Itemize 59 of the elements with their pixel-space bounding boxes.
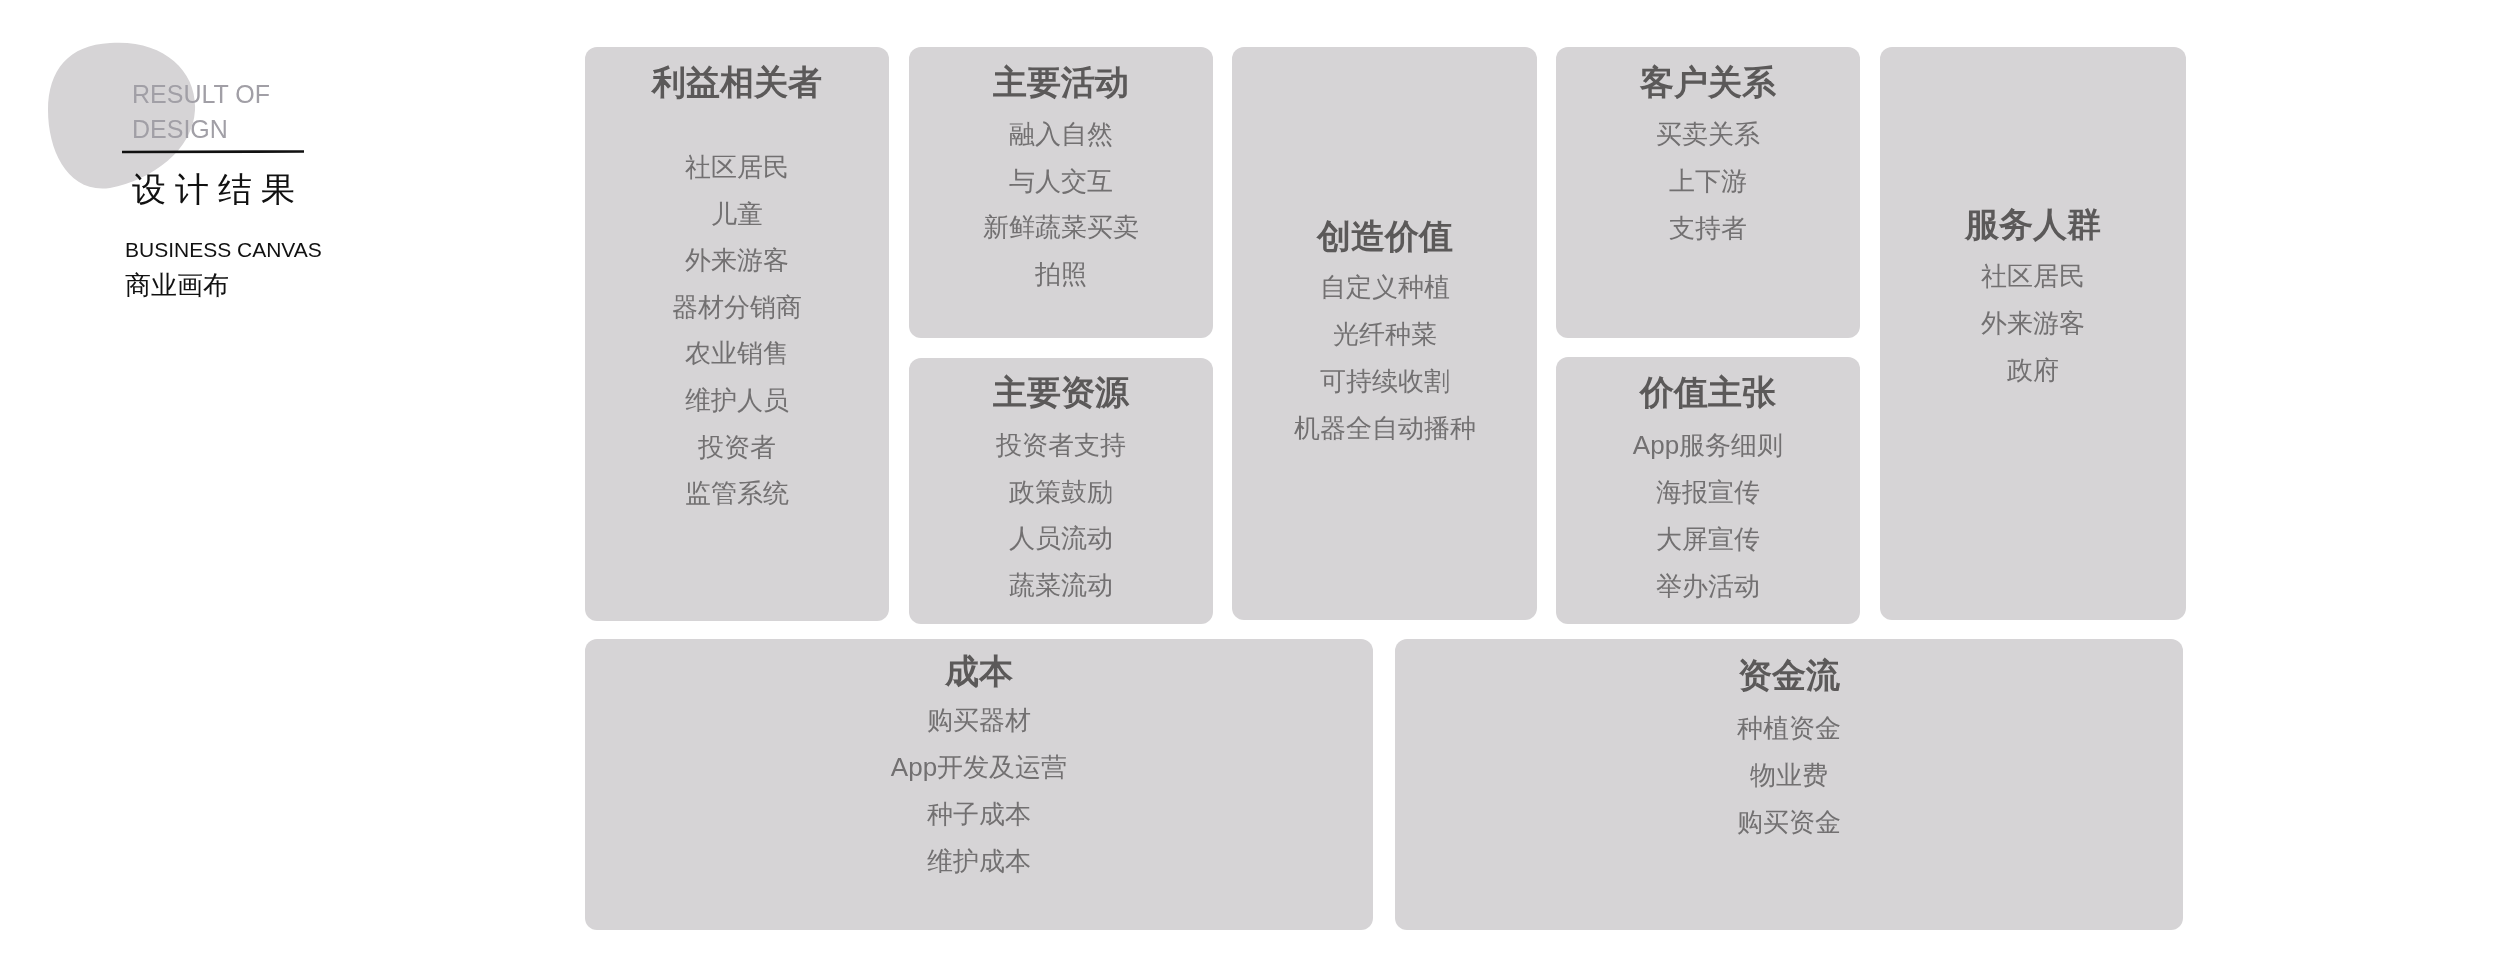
block-heading: 主要资源 <box>993 371 1129 413</box>
list-item: 新鲜蔬菜买卖 <box>983 212 1139 244</box>
canvas-block <box>1880 47 2186 620</box>
list-item: 拍照 <box>1035 259 1087 291</box>
canvas-block <box>1395 639 2183 930</box>
canvas-block <box>1556 357 1860 624</box>
list-item: 海报宣传 <box>1656 477 1760 509</box>
block-heading: 服务人群 <box>1965 203 2101 245</box>
list-item: 上下游 <box>1669 166 1747 198</box>
list-item: 监管系统 <box>685 478 789 510</box>
block-heading: 价值主张 <box>1640 371 1776 413</box>
canvas-block <box>909 358 1213 624</box>
list-item: 支持者 <box>1669 213 1747 245</box>
block-heading: 成本 <box>945 650 1013 692</box>
block-heading: 资金流 <box>1738 654 1840 696</box>
list-item: 政府 <box>2007 355 2059 387</box>
list-item: 器材分销商 <box>672 292 802 324</box>
canvas-block <box>1232 47 1537 620</box>
list-item: 种子成本 <box>927 799 1031 831</box>
list-item: App服务细则 <box>1632 430 1784 462</box>
canvas-block <box>585 639 1373 930</box>
canvas-block <box>585 47 889 621</box>
canvas-block <box>1556 47 1860 338</box>
list-item: 物业费 <box>1750 760 1828 792</box>
canvas-block <box>909 47 1213 338</box>
list-item: 人员流动 <box>1009 523 1113 555</box>
list-item: 投资者 <box>698 432 776 464</box>
chinese-subtitle: 商业画布 <box>125 270 229 302</box>
list-item: 自定义种植 <box>1319 272 1450 304</box>
english-title: RESULT OF DESIGN <box>132 79 271 145</box>
list-item: 举办活动 <box>1656 571 1760 603</box>
list-item: 大屏宣传 <box>1656 524 1760 556</box>
list-item: 可持续收割 <box>1319 366 1450 398</box>
list-item: 农业销售 <box>685 338 789 370</box>
list-item: 买卖关系 <box>1656 119 1760 151</box>
list-item: 维护成本 <box>927 846 1031 878</box>
list-item: 投资者支持 <box>996 430 1126 462</box>
list-item: 维护人员 <box>685 385 789 417</box>
block-heading: 利益相关者 <box>652 61 822 103</box>
list-item: 种植资金 <box>1737 713 1841 745</box>
list-item: 融入自然 <box>1009 119 1113 151</box>
list-item: 光纤种菜 <box>1332 319 1437 351</box>
list-item: 社区居民 <box>685 152 789 184</box>
list-item: 儿童 <box>711 199 763 231</box>
list-item: 政策鼓励 <box>1009 477 1113 509</box>
list-item: 与人交互 <box>1009 166 1113 198</box>
block-heading: 客户关系 <box>1640 61 1776 103</box>
block-heading: 创造价值 <box>1316 215 1453 257</box>
list-item: 购买器材 <box>927 705 1031 737</box>
list-item: 外来游客 <box>1981 308 2085 340</box>
chinese-title: 设计结果 <box>132 169 304 210</box>
english-subtitle: BUSINESS CANVAS <box>125 237 322 263</box>
list-item: 蔬菜流动 <box>1009 570 1113 602</box>
block-heading: 主要活动 <box>993 61 1129 103</box>
list-item: 购买资金 <box>1737 807 1841 839</box>
list-item: 外来游客 <box>685 245 789 277</box>
list-item: App开发及运营 <box>890 752 1068 784</box>
list-item: 社区居民 <box>1981 261 2085 293</box>
list-item: 机器全自动播种 <box>1293 413 1476 445</box>
